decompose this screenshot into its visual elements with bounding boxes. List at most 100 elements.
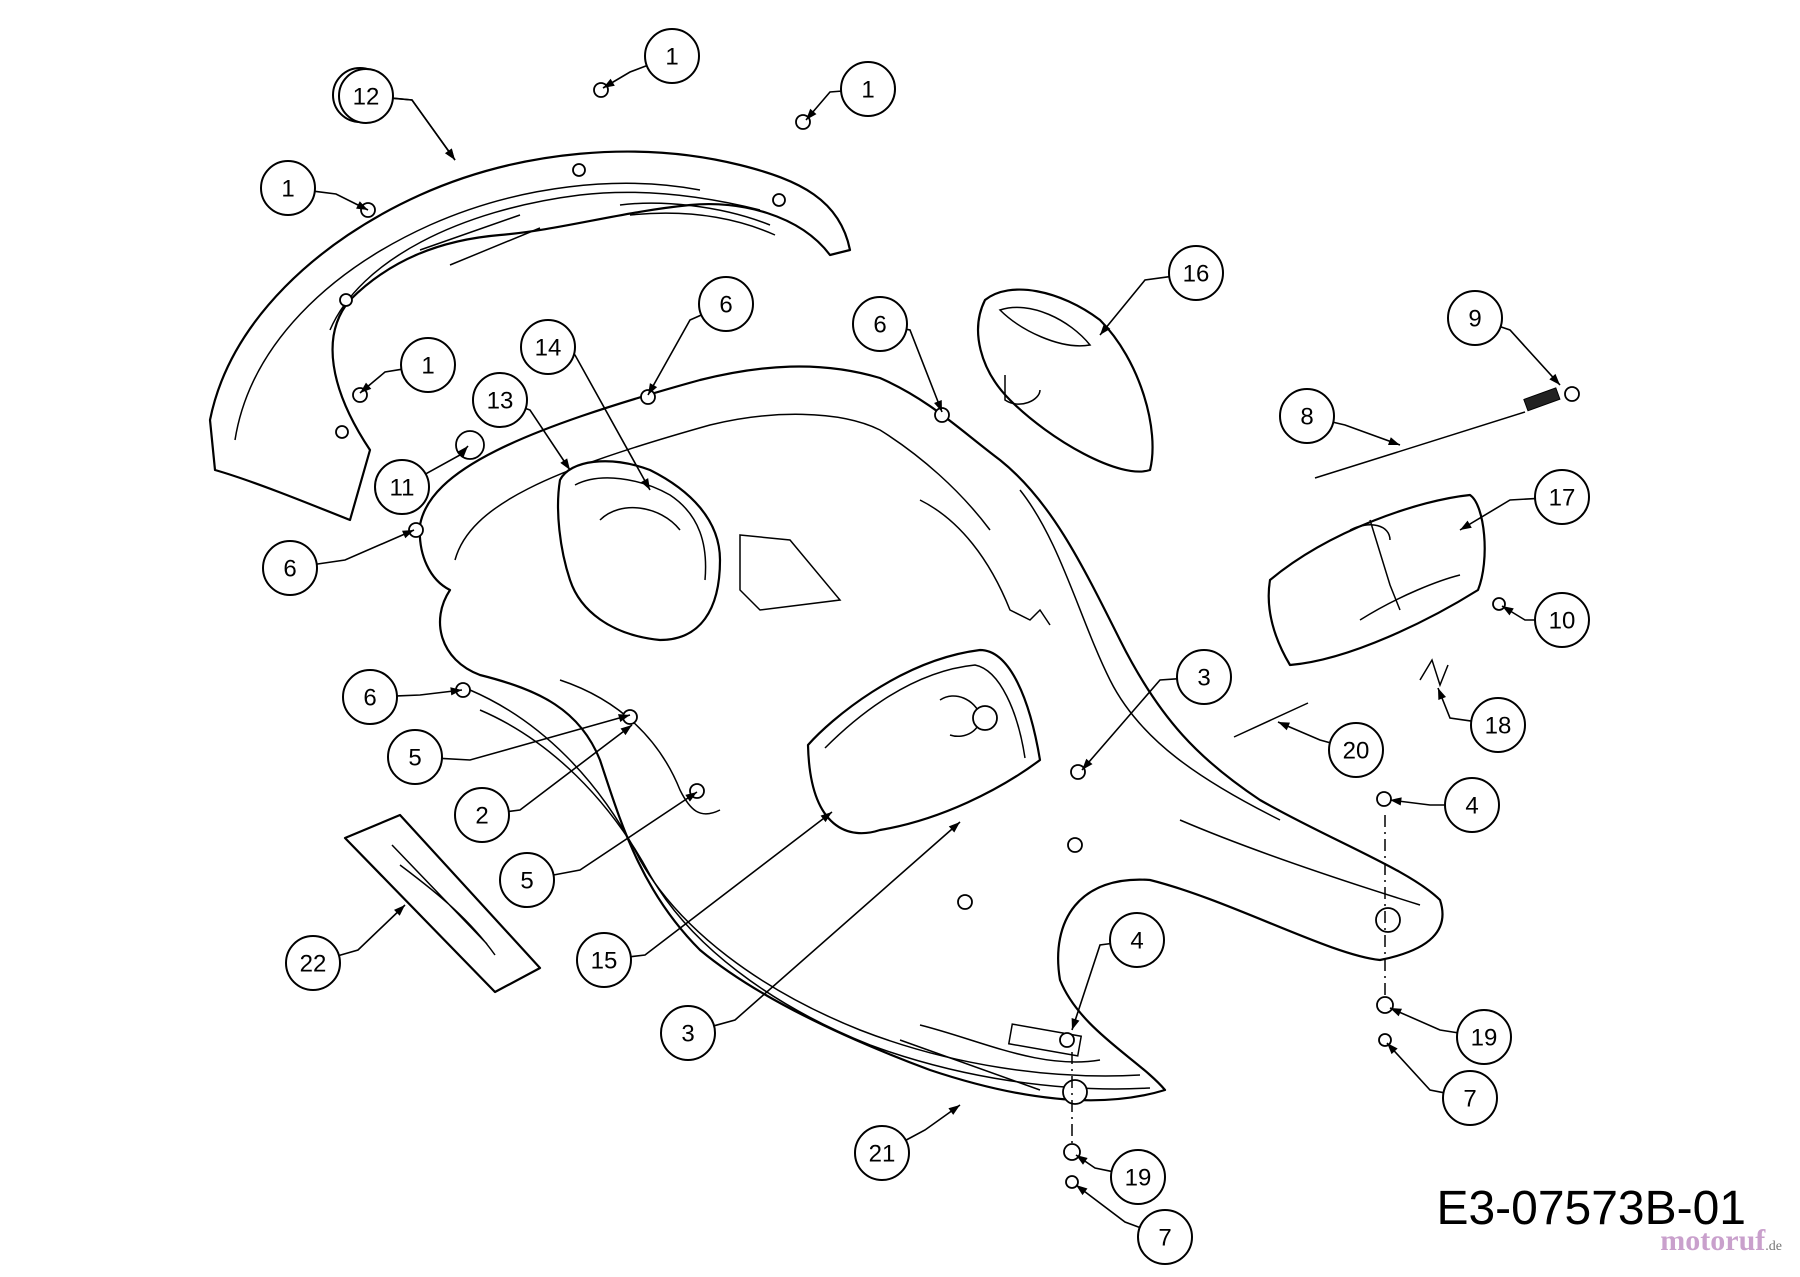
callout-leader-line	[713, 821, 961, 1027]
callout-circle	[1470, 697, 1526, 753]
callout-label: 10	[1549, 608, 1576, 635]
callout-leader-line	[905, 1104, 961, 1141]
callout-leader-line	[906, 328, 943, 413]
callout-label: 8	[1300, 404, 1313, 431]
callout-leader-line	[386, 96, 456, 161]
callout-label: 1	[421, 353, 434, 380]
callout-arrowhead	[685, 792, 697, 802]
callout-circle	[852, 296, 908, 352]
callout-arrowhead	[640, 478, 650, 490]
callout-label: 1	[281, 176, 294, 203]
callout-circle	[1176, 649, 1232, 705]
callout-circle	[1456, 1009, 1512, 1065]
callout-layer: 1111112614131166169817101820365252215344…	[260, 28, 1590, 1265]
callout-arrowhead	[1390, 1008, 1402, 1017]
callout-label: 13	[487, 388, 514, 415]
callout-5: 5	[387, 714, 631, 785]
callout-6: 6	[852, 296, 943, 413]
callout-arrowhead	[1460, 520, 1472, 530]
callout-label: 5	[408, 745, 421, 772]
callout-arrowhead	[1502, 606, 1514, 616]
callout-18: 18	[1437, 687, 1526, 753]
callout-leader-line	[314, 190, 369, 211]
callout-arrowhead	[445, 148, 455, 160]
callout-label: 4	[1130, 928, 1143, 955]
callout-arrowhead	[820, 812, 832, 823]
callout-21: 21	[854, 1104, 961, 1181]
callout-8: 8	[1279, 388, 1401, 446]
callout-17: 17	[1459, 469, 1590, 531]
callout-7: 7	[1386, 1042, 1498, 1126]
callout-circle	[338, 68, 394, 124]
callout-circle	[1279, 388, 1335, 444]
callout-9: 9	[1447, 290, 1561, 386]
callout-leader-line	[1075, 1184, 1141, 1229]
callout-3: 3	[1081, 649, 1232, 771]
callout-circle	[342, 669, 398, 725]
callout-label: 1	[665, 44, 678, 71]
callout-arrowhead	[934, 400, 942, 412]
callout-arrowhead	[618, 714, 630, 723]
callout-arrowhead	[648, 383, 658, 395]
callout-11: 11	[374, 445, 469, 515]
callout-circle	[400, 337, 456, 393]
watermark-tld: .de	[1765, 1239, 1782, 1254]
callout-label: 11	[390, 475, 415, 502]
callout-arrowhead	[620, 725, 632, 736]
callout-19: 19	[1389, 1007, 1512, 1065]
callout-label: 21	[869, 1141, 896, 1168]
callout-4: 4	[1071, 912, 1165, 1031]
part-8-9-rod	[1314, 386, 1580, 479]
callout-6: 6	[262, 529, 415, 596]
callout-circle	[1534, 469, 1590, 525]
callout-leader-line	[1099, 275, 1170, 336]
callout-arrowhead	[450, 687, 462, 696]
part-20-18	[1233, 658, 1449, 738]
callout-leader-line	[396, 689, 463, 697]
part-13-console	[556, 460, 722, 642]
callout-leader-line	[1333, 421, 1401, 446]
callout-leader-line	[1277, 721, 1331, 744]
callout-label: 12	[353, 84, 380, 111]
drawing-number: E3-07573B-01	[1436, 1182, 1746, 1235]
callout-circle	[262, 540, 318, 596]
callout-circle	[1168, 245, 1224, 301]
callout-label: 5	[520, 868, 533, 895]
callout-6: 6	[647, 276, 754, 396]
callout-2: 2	[454, 724, 633, 843]
callout-19: 19	[1075, 1149, 1166, 1205]
callout-circle	[499, 852, 555, 908]
callout-22: 22	[285, 904, 406, 991]
callout-circle	[1534, 592, 1590, 648]
callout-leader-line	[1081, 678, 1178, 771]
callout-label: 22	[300, 951, 327, 978]
callout-label: 20	[1343, 738, 1370, 765]
callout-20: 20	[1277, 721, 1384, 778]
callout-circle	[1328, 722, 1384, 778]
callout-label: 16	[1183, 261, 1210, 288]
callout-circle	[260, 160, 316, 216]
callout-4: 4	[1389, 777, 1500, 833]
callout-leader-line	[647, 314, 702, 396]
callout-label: 15	[591, 948, 618, 975]
callout-arrowhead	[360, 382, 372, 393]
callout-arrowhead	[1076, 1185, 1088, 1196]
callout-circle	[454, 787, 510, 843]
callout-arrowhead	[948, 822, 960, 833]
callout-circle	[698, 276, 754, 332]
callout-leader-line	[805, 90, 842, 121]
callout-circle	[1137, 1209, 1193, 1265]
callout-circle	[854, 1125, 910, 1181]
callout-arrowhead	[402, 530, 414, 539]
callout-leader-line	[338, 904, 406, 957]
callout-10: 10	[1501, 592, 1590, 648]
callout-leader-line	[1071, 942, 1111, 1031]
callout-leader-line	[630, 811, 833, 958]
callout-leader-line	[553, 791, 698, 876]
callout-leader-line	[508, 724, 633, 813]
callout-arrowhead	[394, 905, 405, 916]
callout-1: 1	[805, 61, 896, 121]
callout-leader-line	[1386, 1042, 1444, 1094]
callout-16: 16	[1099, 245, 1224, 336]
